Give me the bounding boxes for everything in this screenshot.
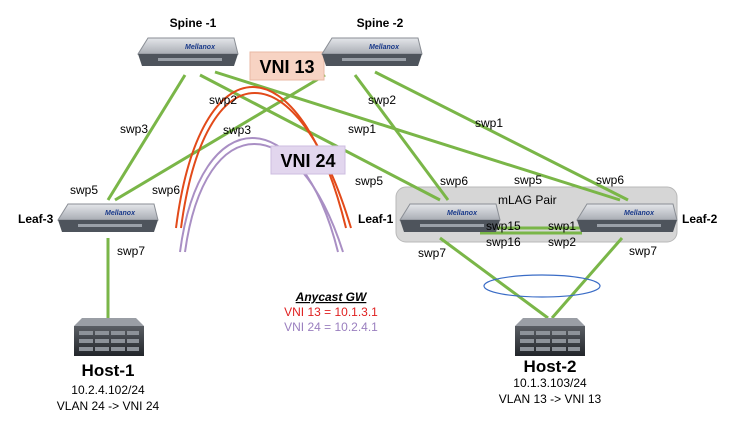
port-label: swp7 bbox=[117, 244, 145, 258]
port-label: swp1 bbox=[348, 122, 376, 136]
anycast-vni24: VNI 24 = 10.2.4.1 bbox=[284, 320, 378, 334]
link-spine2-leaf3 bbox=[114, 73, 326, 202]
port-row bbox=[78, 224, 142, 227]
spine2-name: Spine -2 bbox=[357, 16, 404, 30]
vni24-label-box bbox=[270, 145, 346, 175]
link-spine2-leaf2 bbox=[374, 70, 629, 202]
leaf1-name: Leaf-1 bbox=[358, 212, 394, 226]
port-row bbox=[342, 58, 406, 61]
spine1-name: Spine -1 bbox=[170, 16, 217, 30]
port-row bbox=[597, 224, 661, 227]
spine2-brand: Mellanox bbox=[369, 44, 400, 51]
host1-vlan: VLAN 24 -> VNI 24 bbox=[57, 399, 160, 413]
port-row bbox=[158, 58, 222, 61]
host1-server-icon[interactable] bbox=[74, 318, 144, 356]
vni13-label: VNI 13 bbox=[259, 57, 314, 77]
port-label: swp15 bbox=[486, 219, 521, 233]
spine1-brand: Mellanox bbox=[185, 44, 216, 51]
port-label: swp6 bbox=[440, 174, 468, 188]
anycast-title: Anycast GW bbox=[295, 290, 368, 304]
vni24-tunnel bbox=[179, 137, 344, 253]
host2-vlan: VLAN 13 -> VNI 13 bbox=[499, 392, 602, 406]
leaf3-switch[interactable]: Mellanox bbox=[57, 203, 159, 232]
vni24-label: VNI 24 bbox=[280, 151, 335, 171]
host2-name: Host-2 bbox=[524, 357, 577, 376]
leaf2-switch[interactable]: Mellanox bbox=[576, 203, 678, 232]
link-spine2-leaf1 bbox=[353, 74, 450, 201]
port-label: swp5 bbox=[355, 174, 383, 188]
spine1-switch[interactable]: Mellanox bbox=[137, 37, 239, 66]
port-label: swp7 bbox=[629, 244, 657, 258]
port-row bbox=[420, 224, 484, 227]
mlag-pair-label: mLAG Pair bbox=[498, 193, 557, 207]
port-label: swp3 bbox=[120, 122, 148, 136]
port-label: swp2 bbox=[548, 235, 576, 249]
port-label: swp2 bbox=[368, 93, 396, 107]
host1-name: Host-1 bbox=[82, 361, 135, 380]
link-spine1-leaf2 bbox=[214, 70, 621, 202]
port-label: swp7 bbox=[418, 246, 446, 260]
port-label: swp5 bbox=[70, 183, 98, 197]
spine2-switch[interactable]: Mellanox bbox=[321, 37, 423, 66]
link-spine1-leaf3 bbox=[106, 74, 187, 201]
leaf1-brand: Mellanox bbox=[447, 210, 478, 217]
port-label: swp1 bbox=[475, 116, 503, 130]
leaf3-brand: Mellanox bbox=[105, 210, 136, 217]
host2-ip: 10.1.3.103/24 bbox=[513, 376, 587, 390]
leaf2-brand: Mellanox bbox=[624, 210, 655, 217]
leaf2-name: Leaf-2 bbox=[682, 212, 718, 226]
vni13-label-box bbox=[249, 51, 325, 81]
port-label: swp6 bbox=[152, 183, 180, 197]
port-label: swp1 bbox=[548, 219, 576, 233]
port-label: swp5 bbox=[514, 173, 542, 187]
port-label: swp2 bbox=[209, 93, 237, 107]
port-label: swp16 bbox=[486, 235, 521, 249]
host2-server-icon[interactable] bbox=[515, 318, 585, 356]
leaf1-switch[interactable]: Mellanox bbox=[399, 203, 501, 232]
links bbox=[106, 70, 629, 320]
host1-ip: 10.2.4.102/24 bbox=[71, 383, 145, 397]
mlag-bond-ellipse bbox=[483, 274, 601, 298]
link-leaf2-host2 bbox=[550, 237, 624, 319]
anycast-vni13: VNI 13 = 10.1.3.1 bbox=[284, 305, 378, 319]
link-leaf1-host2 bbox=[439, 236, 549, 320]
leaf3-name: Leaf-3 bbox=[18, 212, 54, 226]
port-label: swp3 bbox=[223, 123, 251, 137]
port-labels: swp2 swp3 swp3 swp2 swp1 swp1 swp5 swp6 … bbox=[70, 93, 657, 260]
port-label: swp6 bbox=[596, 173, 624, 187]
